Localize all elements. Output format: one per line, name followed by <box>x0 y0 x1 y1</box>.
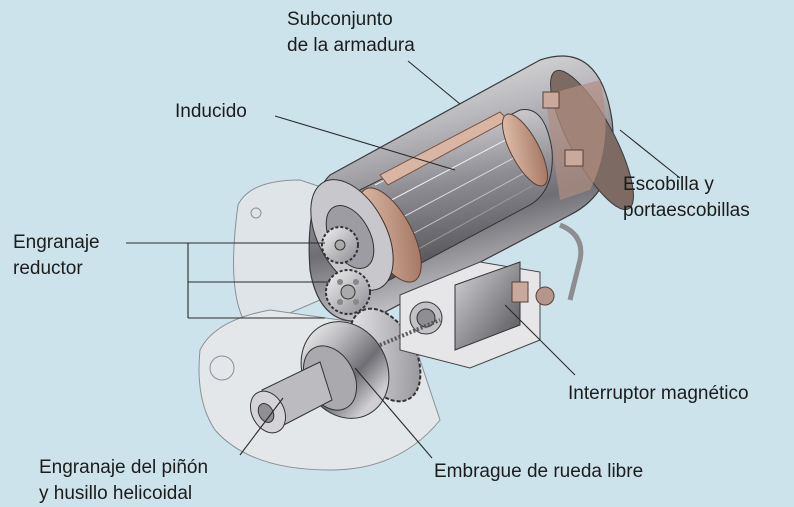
label-pinion-gear-line1: Engranaje del piñón <box>39 457 209 478</box>
reduction-gears <box>321 226 371 315</box>
label-magnetic-switch: Interruptor magnético <box>568 381 749 407</box>
leader-reduction-bracket <box>126 242 189 318</box>
pinion-gear <box>249 361 333 434</box>
label-brush-holder: Escobilla y portaescobillas <box>623 172 750 224</box>
label-overrunning-clutch: Embrague de rueda libre <box>434 459 643 485</box>
leader-brush-holder <box>619 129 681 179</box>
leader-pinion <box>239 397 284 456</box>
label-armature-line1: Inducido <box>175 101 247 122</box>
label-pinion-gear-line2: y husillo helicoidal <box>39 483 193 504</box>
label-reduction-gear-line1: Engranaje <box>13 232 100 253</box>
label-armature: Inducido <box>175 99 247 125</box>
label-reduction-gear-line2: reductor <box>13 258 83 279</box>
leader-magnetic-switch <box>504 304 576 376</box>
leader-overrunning-clutch <box>354 367 433 459</box>
leader-lines <box>126 60 681 459</box>
leader-armature <box>274 115 456 171</box>
label-overrunning-clutch-line1: Embrague de rueda libre <box>434 461 644 482</box>
label-armature-subassembly-line2: de la armadura <box>287 35 415 56</box>
magnetic-switch <box>379 222 584 369</box>
label-armature-subassembly-line1: Subconjunto <box>287 9 393 30</box>
label-pinion-gear: Engranaje del piñón y husillo helicoidal <box>39 455 208 507</box>
brush-top <box>542 91 560 109</box>
brush-bottom <box>564 149 584 167</box>
label-reduction-gear: Engranaje reductor <box>13 230 100 282</box>
label-brush-holder-line2: portaescobillas <box>623 200 750 221</box>
label-magnetic-switch-line1: Interruptor magnético <box>568 383 749 404</box>
label-armature-subassembly: Subconjunto de la armadura <box>287 7 415 59</box>
leader-armature-subassembly <box>407 60 461 105</box>
label-brush-holder-line1: Escobilla y <box>623 174 714 195</box>
